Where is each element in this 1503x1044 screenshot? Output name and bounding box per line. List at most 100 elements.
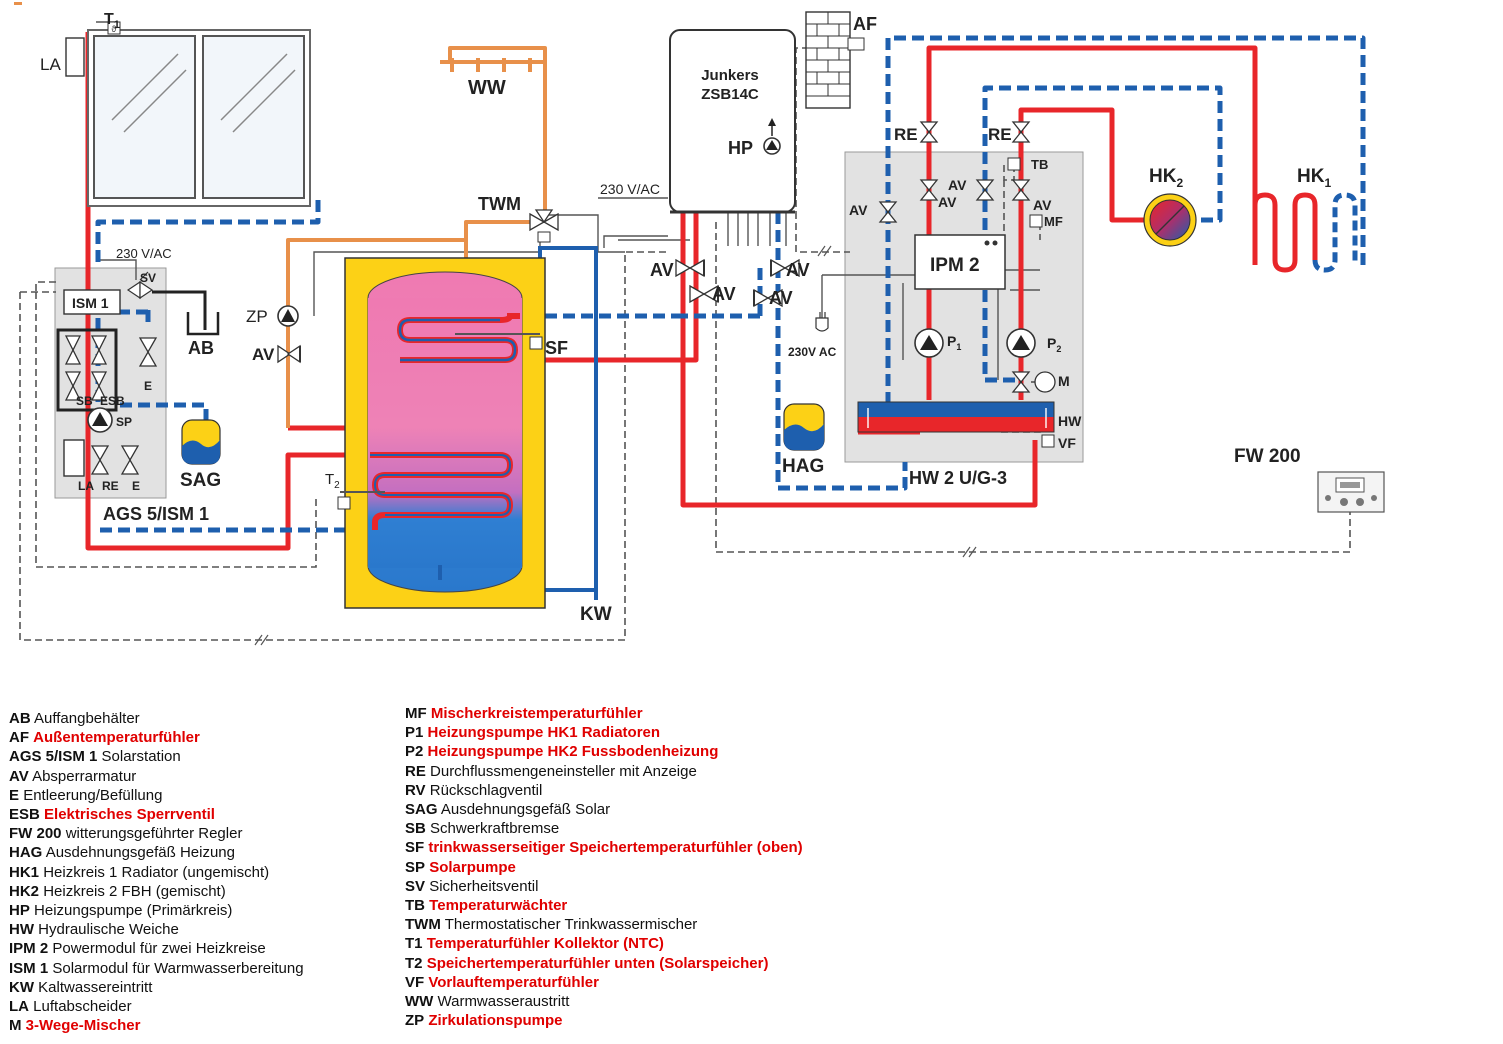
legend-description: Temperaturfühler Kollektor (NTC) (426, 935, 664, 953)
legend-description: Rückschlagventil (429, 781, 543, 799)
label-av-b2: AV (712, 284, 736, 304)
legend-description: Heizungspumpe (Primärkreis) (34, 902, 233, 920)
legend-description: Sicherheitsventil (429, 877, 539, 895)
sag-expansion-vessel (181, 419, 221, 465)
legend-code: HW (9, 921, 34, 939)
label-zp: ZP (246, 307, 268, 326)
label-m: M (1058, 373, 1070, 389)
legend-description: Solarpumpe (429, 858, 516, 876)
hag-expansion-vessel (783, 403, 825, 451)
label-hw: HW (1058, 413, 1082, 429)
legend-description: Heizungspumpe HK1 Radiatoren (427, 724, 661, 742)
legend-item: HAG Ausdehnungsgefäß Heizung (9, 843, 304, 862)
legend-code: SAG (405, 801, 438, 819)
hk1-radiator-supply (1252, 192, 1318, 273)
label-ab: AB (188, 338, 214, 358)
label-t1: T1 (104, 11, 120, 31)
legend-code: MF (405, 705, 427, 722)
label-av-m2: AV (938, 194, 957, 210)
hk2-floor-heating (1143, 193, 1197, 247)
label-av-m3: AV (849, 202, 868, 218)
legend-code: E (9, 786, 20, 804)
legend-code: VF (405, 973, 425, 991)
legend-code: P2 (405, 743, 424, 761)
legend-code: WW (405, 993, 434, 1011)
legend-description: witterungsgeführter Regler (65, 825, 243, 843)
label-hp: HP (728, 138, 753, 158)
legend-item: AV Absperrarmatur (9, 767, 304, 786)
legend-code: T1 (405, 935, 423, 953)
legend-description: Hydraulische Weiche (38, 921, 179, 939)
legend-code: HP (9, 902, 30, 920)
legend-code: T2 (405, 954, 423, 972)
legend-description: 3-Wege-Mischer (25, 1017, 141, 1035)
legend-code: LA (9, 998, 29, 1016)
legend-item: WW Warmwasseraustritt (405, 992, 803, 1011)
label-230v-solar: 230 V/AC (116, 246, 172, 261)
legend-item: KW Kaltwassereintritt (9, 978, 304, 997)
hydraulic-schematic: ϑ (14, 2, 1385, 646)
hot-water-pipes (286, 46, 547, 428)
legend-description: Mischerkreistemperaturfühler (430, 705, 643, 722)
legend-item: RE Durchflussmengeneinsteller mit Anzeig… (405, 762, 803, 781)
legend-item: SF trinkwasserseitiger Speichertemperatu… (405, 838, 803, 857)
label-af: AF (853, 14, 877, 34)
storage-tank (337, 257, 546, 609)
legend-item: SV Sicherheitsventil (405, 877, 803, 896)
outdoor-sensor-wall (805, 11, 865, 109)
label-esb: ESB (100, 394, 125, 408)
legend-item: SAG Ausdehnungsgefäß Solar (405, 800, 803, 819)
label-kw: KW (580, 604, 612, 625)
legend-description: Auffangbehälter (34, 710, 140, 727)
label-av-b3: AV (786, 260, 810, 280)
legend-code: RV (405, 781, 426, 799)
legend-item: MF Mischerkreistemperaturfühler (405, 704, 803, 723)
label-av-b4: AV (769, 288, 793, 308)
label-ags: AGS 5/ISM 1 (103, 504, 209, 524)
label-hag: HAG (782, 456, 824, 477)
legend-code: HK1 (9, 863, 40, 881)
solar-station-parts (56, 271, 220, 477)
legend-description: Solarstation (101, 748, 181, 766)
label-sag: SAG (180, 470, 221, 491)
legend-description: Zirkulationspumpe (428, 1012, 563, 1030)
legend-code: AV (9, 767, 29, 785)
label-ipm2: IPM 2 (930, 255, 980, 276)
label-mf: MF (1044, 214, 1063, 229)
label-boiler-model: ZSB14C (701, 86, 759, 103)
legend-item: T2 Speichertemperaturfühler unten (Solar… (405, 954, 803, 973)
boiler-shutoff-valves (675, 258, 800, 308)
legend-description: Elektrisches Sperrventil (44, 806, 215, 824)
legend-code: AGS 5/ISM 1 (9, 748, 98, 766)
label-la-bottom: LA (78, 479, 94, 493)
svg-text:ϑ: ϑ (112, 24, 117, 34)
cold-water-pipe (538, 246, 598, 600)
legend-item: TWM Thermostatischer Trinkwassermischer (405, 915, 803, 934)
legend-code: FW 200 (9, 825, 62, 843)
legend-item: HK1 Heizkreis 1 Radiator (ungemischt) (9, 863, 304, 882)
solar-collectors (87, 29, 311, 207)
label-ism1: ISM 1 (72, 295, 109, 311)
t1-sensor-icon (107, 21, 121, 35)
legend-description: Absperrarmatur (32, 767, 137, 785)
label-t2: T2 (325, 471, 340, 491)
legend-item: SB Schwerkraftbremse (405, 819, 803, 838)
label-e2: E (132, 479, 140, 493)
legend-description: Heizkreis 1 Radiator (ungemischt) (43, 863, 270, 881)
legend-description: Temperaturwächter (429, 897, 568, 915)
legend-code: SV (405, 877, 426, 895)
label-av-b1: AV (650, 260, 674, 280)
legend-item: HW Hydraulische Weiche (9, 920, 304, 939)
line-break-marks (254, 245, 977, 646)
label-hw2: HW 2 U/G-3 (909, 468, 1007, 488)
label-re2: RE (988, 125, 1012, 144)
label-boiler-name: Junkers (701, 67, 759, 84)
legend-item: LA Luftabscheider (9, 997, 304, 1016)
label-230v-ipm: 230V AC (788, 345, 837, 359)
legend-description: Powermodul für zwei Heizkreise (52, 940, 266, 958)
legend-code: ZP (405, 1012, 425, 1030)
label-tb: TB (1031, 157, 1048, 172)
zp-circulation-pump (277, 305, 301, 364)
label-230v-boiler: 230 V/AC (600, 181, 660, 197)
